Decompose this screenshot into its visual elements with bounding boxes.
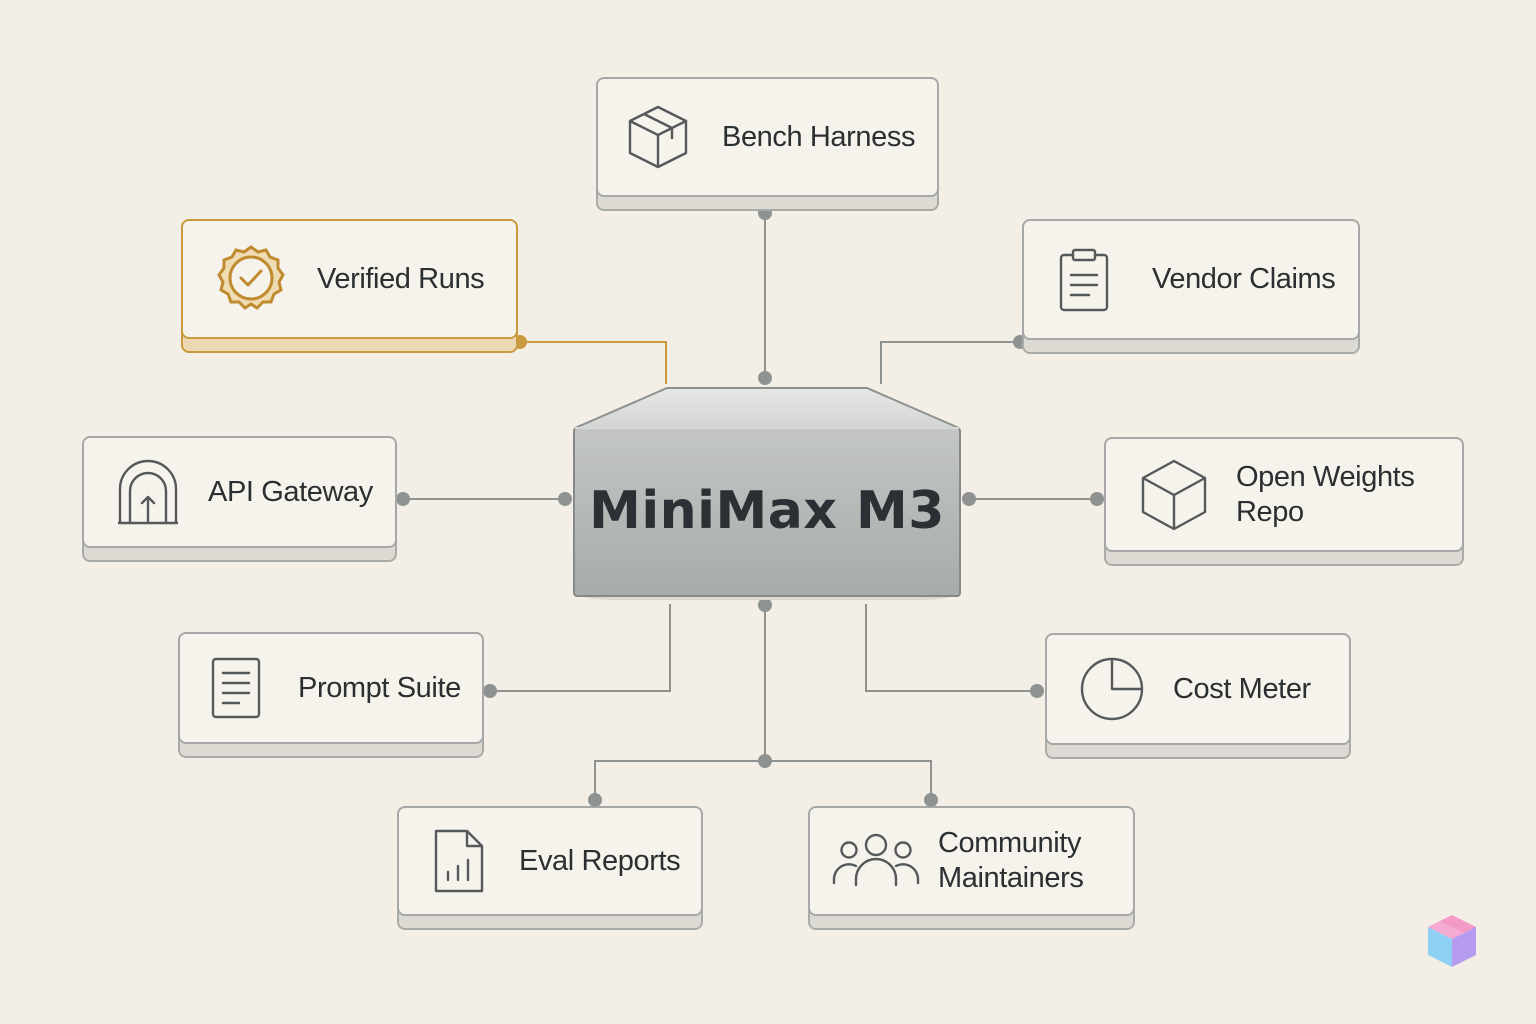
node-label: Community Maintainers xyxy=(938,826,1084,896)
port-dot xyxy=(758,371,772,385)
node-open-weights-repo[interactable]: Open Weights Repo xyxy=(1104,437,1464,552)
port-dot xyxy=(1013,335,1027,349)
report-chart-icon xyxy=(433,828,485,894)
node-vendor-claims[interactable]: Vendor Claims xyxy=(1022,219,1360,340)
wire-vendor-claims xyxy=(880,341,1020,384)
node-community-maintainers[interactable]: Community Maintainers xyxy=(808,806,1135,916)
port-dot xyxy=(483,684,497,698)
node-label: Open Weights Repo xyxy=(1236,460,1415,528)
port-dot xyxy=(1090,492,1104,506)
port-dot xyxy=(1030,684,1044,698)
cube-icon xyxy=(1140,458,1208,532)
port-dot xyxy=(758,598,772,612)
box-icon xyxy=(626,103,690,171)
block-shape xyxy=(573,387,961,600)
node-label: API Gateway xyxy=(208,475,373,508)
node-label: Prompt Suite xyxy=(298,671,461,704)
wire-verified-runs xyxy=(520,341,667,384)
node-cost-meter[interactable]: Cost Meter xyxy=(1045,633,1351,745)
node-label: Verified Runs xyxy=(317,262,485,295)
port-dot xyxy=(758,754,772,768)
node-label: Bench Harness xyxy=(722,120,916,153)
node-label: Vendor Claims xyxy=(1152,263,1336,296)
port-dot xyxy=(558,492,572,506)
wire-prompt-suite xyxy=(490,604,671,692)
verified-badge-icon xyxy=(215,243,287,315)
port-dot-accent xyxy=(513,335,527,349)
port-dot xyxy=(962,492,976,506)
wire-cost-meter xyxy=(865,604,1037,692)
node-label: Cost Meter xyxy=(1173,672,1311,705)
node-prompt-suite[interactable]: Prompt Suite xyxy=(178,632,484,744)
center-title: MiniMax M3 xyxy=(589,481,945,541)
port-dot xyxy=(396,492,410,506)
node-label: Eval Reports xyxy=(519,844,681,877)
node-eval-reports[interactable]: Eval Reports xyxy=(397,806,703,916)
node-api-gateway[interactable]: API Gateway xyxy=(82,436,397,548)
gateway-arch-icon xyxy=(116,457,180,527)
node-verified-runs[interactable]: Verified Runs xyxy=(181,219,518,339)
port-dot xyxy=(758,206,772,220)
node-label-line: Maintainers xyxy=(938,862,1084,894)
center-block[interactable]: MiniMax M3 xyxy=(572,386,962,600)
cube-logo-icon xyxy=(1426,913,1478,974)
clipboard-icon xyxy=(1058,247,1110,313)
node-label-line: Community xyxy=(938,827,1082,860)
people-group-icon xyxy=(832,833,920,889)
pie-chart-icon xyxy=(1079,656,1145,722)
node-bench-harness[interactable]: Bench Harness xyxy=(596,77,939,197)
document-lines-icon xyxy=(210,656,262,720)
port-dot xyxy=(924,793,938,807)
port-dot xyxy=(588,793,602,807)
